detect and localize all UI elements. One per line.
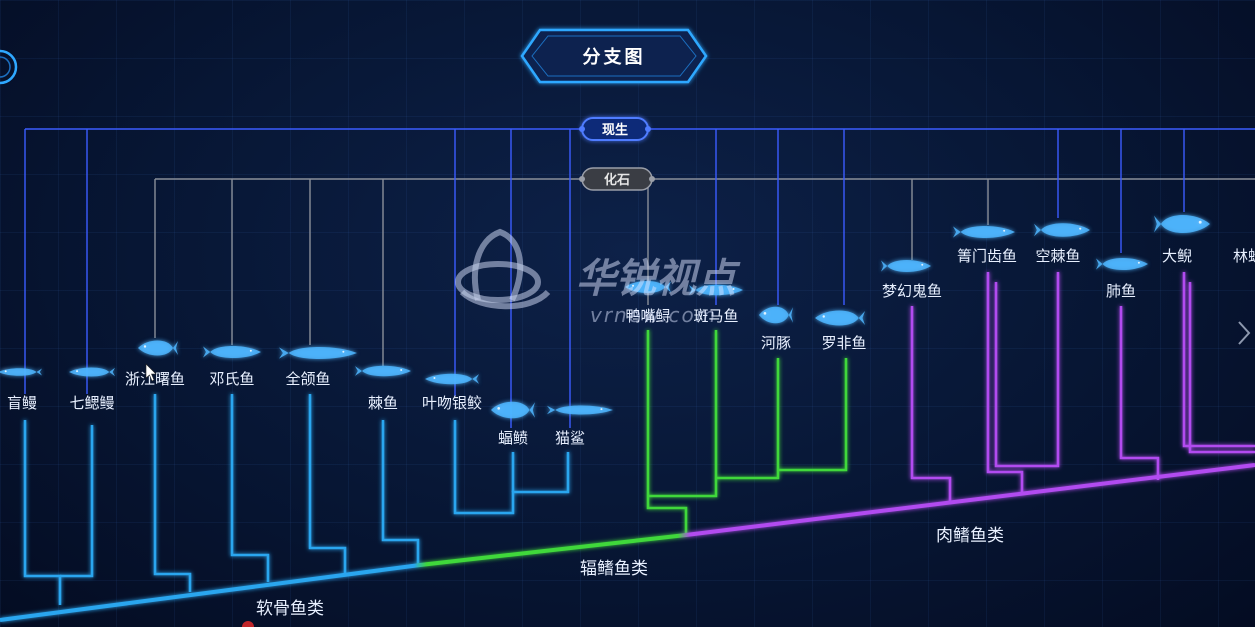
species-label-deng-fish: 邓氏鱼 [209, 370, 254, 388]
branch-acanthodian [383, 420, 418, 565]
watermark: 华锐视点 vrnew.com [458, 232, 741, 327]
next-arrow-icon[interactable] [1237, 320, 1251, 346]
branch-frog [1190, 282, 1255, 452]
fish-entelognathus-icon [279, 347, 357, 359]
branch-zhejiang-fish [155, 394, 190, 592]
branch-lungfish [1121, 306, 1158, 480]
species-label-hagfish: 盲鳗 [7, 394, 37, 412]
branch-salamander [1184, 272, 1255, 446]
watermark-url: vrnew.com [590, 303, 717, 327]
branch-coelacanth [996, 272, 1058, 466]
record-dot-icon [242, 621, 254, 627]
fish-salamander-icon [1154, 215, 1210, 233]
species-label-ray: 蝠鲼 [498, 429, 528, 447]
group-label-cartilaginous: 软骨鱼类 [256, 599, 324, 619]
branch-lamprey [60, 425, 92, 576]
fish-ray-icon [491, 402, 535, 419]
species-label-guiyu: 梦幻鬼鱼 [882, 282, 942, 300]
living-tag[interactable]: 现生 [579, 118, 651, 140]
fish-lamprey-icon [69, 368, 115, 377]
species-label-acanthodian: 棘鱼 [368, 394, 398, 412]
fish-chimaera-icon [425, 374, 479, 385]
fish-puffer-icon [759, 307, 793, 324]
species-label-chimaera: 叶吻银鲛 [422, 394, 482, 412]
branch-deng-fish [232, 394, 268, 582]
branch-sturgeon [648, 330, 686, 535]
living-tag-label: 现生 [602, 122, 628, 138]
fish-deng-fish-icon [203, 346, 261, 358]
species-label-frog: 林蛙 [1233, 247, 1255, 265]
branch-zebrafish [648, 330, 716, 496]
watermark-logo-icon [458, 232, 548, 306]
group-label-ray-finned: 辐鳍鱼类 [580, 559, 648, 579]
branch-puffer [716, 358, 778, 478]
species-label-entelognathus: 全颌鱼 [285, 370, 330, 388]
species-label-lungfish: 肺鱼 [1106, 282, 1136, 300]
watermark-text: 华锐视点 [576, 256, 741, 302]
fish-lungfish-icon [1096, 258, 1148, 270]
fish-shark-icon [547, 406, 613, 415]
species-label-shark: 猫鲨 [555, 429, 585, 447]
species-label-tilapia: 罗非鱼 [821, 334, 866, 352]
branch-psarolepis [988, 272, 1022, 494]
fish-zhejiang-fish-icon [138, 341, 178, 356]
fossil-tag[interactable]: 化石 [579, 168, 655, 190]
fish-tilapia-icon [815, 311, 865, 326]
group-label-lobe-finned: 肉鳍鱼类 [936, 526, 1004, 546]
branch-hagfish [25, 420, 60, 605]
branch-entelognathus [310, 394, 345, 574]
species-label-coelacanth: 空棘鱼 [1035, 247, 1080, 265]
species-label-salamander: 大鲵 [1162, 247, 1192, 265]
species-label-puffer: 河豚 [761, 334, 791, 352]
fish-psarolepis-icon [953, 226, 1015, 238]
fish-coelacanth-icon [1034, 223, 1090, 237]
fossil-tag-label: 化石 [604, 172, 630, 188]
branch-tilapia [778, 358, 846, 470]
fish-guiyu-icon [881, 260, 931, 272]
corner-dial-icon[interactable] [0, 44, 20, 90]
main-trunk [0, 465, 1255, 620]
species-label-psarolepis: 箐门齿鱼 [957, 247, 1017, 265]
title-badge: 分支图 [522, 30, 706, 82]
fish-hagfish-icon [0, 368, 42, 376]
fish-acanthodian-icon [355, 366, 411, 377]
title-text: 分支图 [583, 46, 646, 68]
species-label-lamprey: 七鳃鳗 [69, 394, 114, 412]
branch-guiyu [912, 306, 950, 502]
